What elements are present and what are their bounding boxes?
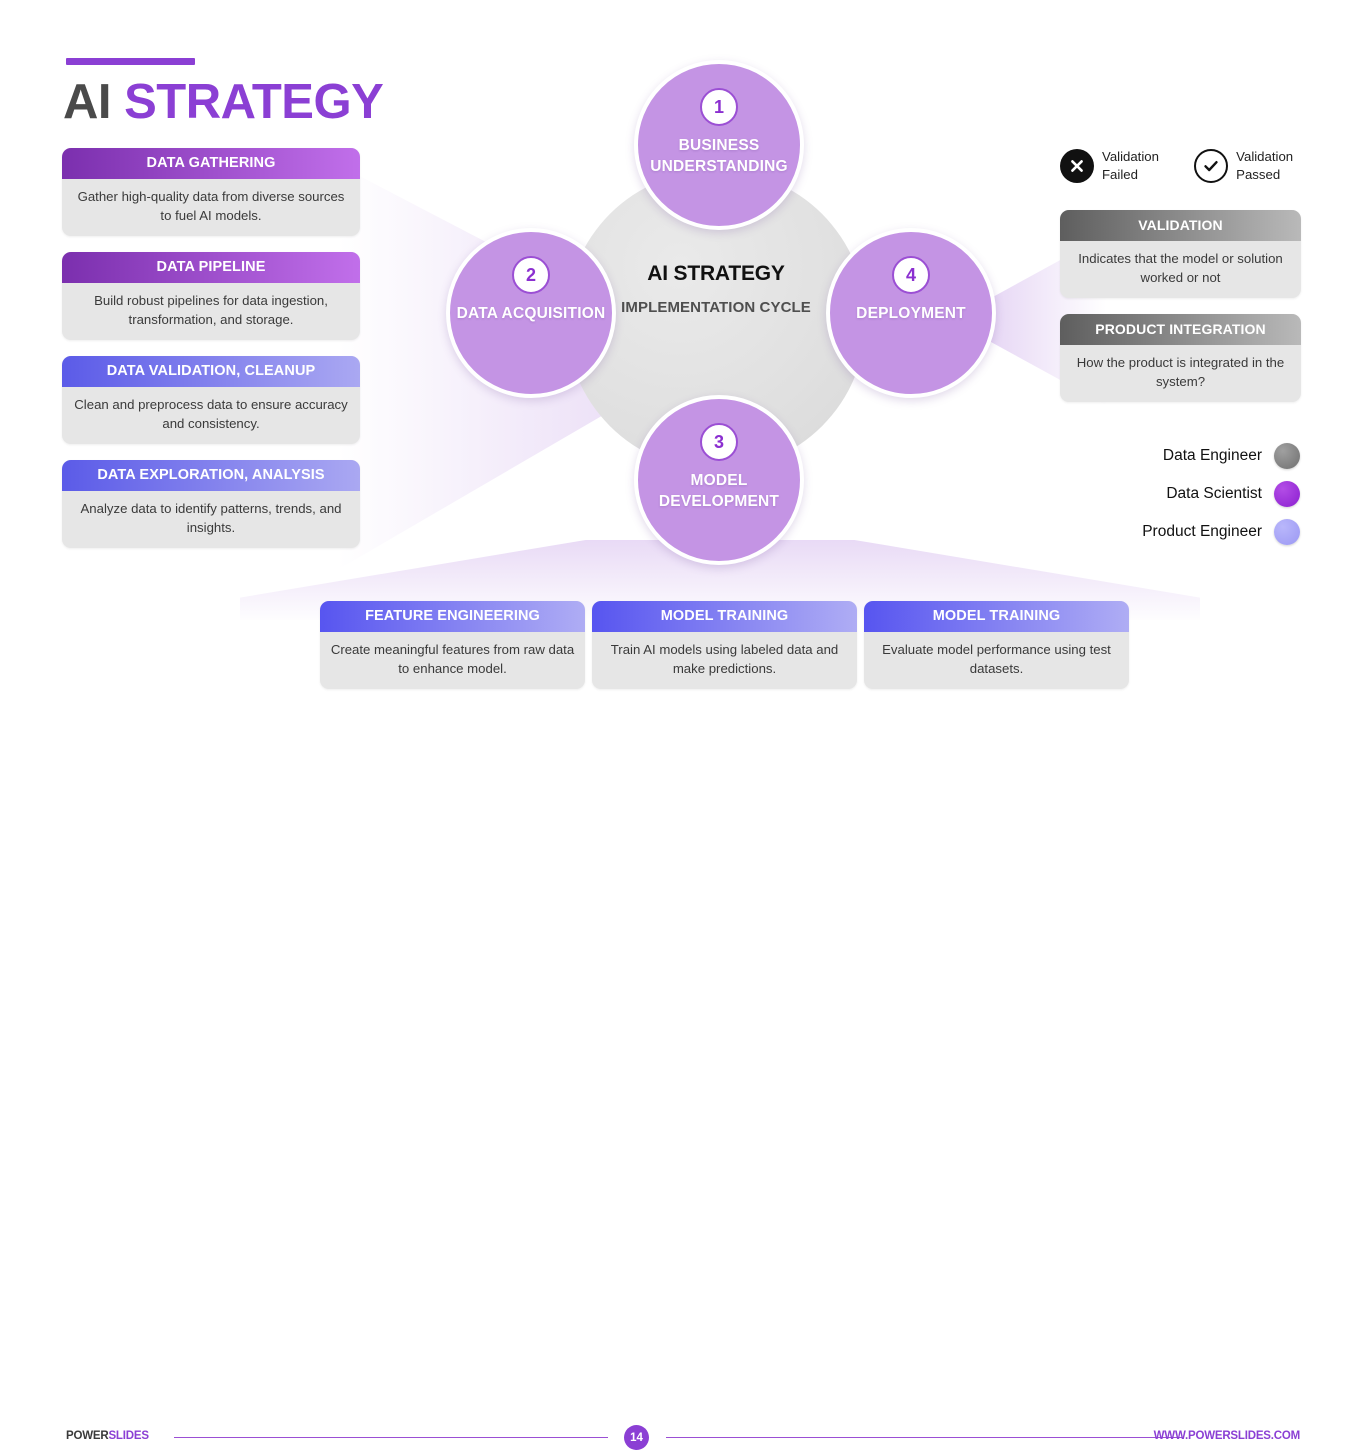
page-title-accent: STRATEGY (124, 75, 384, 129)
brand-dark: POWER (66, 1430, 109, 1442)
card-body: Evaluate model performance using test da… (882, 642, 1111, 676)
node-label: DEPLOYMENT (856, 305, 966, 322)
status-label: Validation Failed (1102, 149, 1159, 182)
node-label: DATA ACQUISITION (456, 305, 606, 322)
legend-color-dot (1274, 481, 1300, 507)
card-body: Train AI models using labeled data and m… (610, 642, 839, 676)
x-mark-icon (1060, 148, 1094, 183)
node-number-badge: 3 (700, 423, 738, 461)
card-data-pipeline[interactable]: DATA PIPELINE Build robust pipelines for… (62, 252, 360, 341)
node-label: MODEL DEVELOPMENT (658, 472, 780, 510)
brand-logo: POWERSLIDES (66, 1430, 149, 1442)
title-accent-bar (66, 58, 195, 65)
footer-rule-left (174, 1437, 608, 1438)
node-label: BUSINESS UNDERSTANDING (650, 137, 788, 175)
status-validation-passed[interactable]: Validation Passed (1194, 148, 1315, 183)
check-mark-icon (1194, 148, 1229, 183)
card-body: How the product is integrated in the sys… (1076, 355, 1285, 389)
slide-canvas: AI STRATEGY DATA GATHERING Gather high-q… (0, 58, 1366, 1450)
card-model-training-1[interactable]: MODEL TRAINING Train AI models using lab… (592, 601, 857, 690)
card-heading: DATA GATHERING (62, 148, 360, 179)
node-data-acquisition[interactable]: 2 DATA ACQUISITION (446, 228, 616, 398)
page-title: AI STRATEGY (63, 74, 384, 130)
legend-color-dot (1274, 443, 1300, 469)
card-data-exploration-analysis[interactable]: DATA EXPLORATION, ANALYSIS Analyze data … (62, 460, 360, 549)
card-model-training-2[interactable]: MODEL TRAINING Evaluate model performanc… (864, 601, 1129, 690)
page-number-badge: 14 (624, 1425, 649, 1450)
card-heading: DATA PIPELINE (62, 252, 360, 283)
legend-item-data-scientist[interactable]: Data Scientist (1060, 475, 1300, 513)
node-number-badge: 4 (892, 256, 930, 294)
card-body: Clean and preprocess data to ensure accu… (74, 397, 348, 431)
brand-accent: SLIDES (108, 1430, 149, 1442)
card-heading: FEATURE ENGINEERING (320, 601, 585, 632)
validation-status-legend: Validation Failed Validation Passed (1060, 148, 1315, 183)
page-title-prefix: AI (63, 75, 125, 129)
card-heading: VALIDATION (1060, 210, 1301, 241)
footer-rule-right (666, 1437, 1182, 1438)
card-body: Gather high-quality data from diverse so… (77, 189, 345, 223)
card-heading: DATA VALIDATION, CLEANUP (62, 356, 360, 387)
card-body: Build robust pipelines for data ingestio… (94, 293, 328, 327)
node-number-badge: 1 (700, 88, 738, 126)
legend-color-dot (1274, 519, 1300, 545)
card-product-integration[interactable]: PRODUCT INTEGRATION How the product is i… (1060, 314, 1301, 403)
legend-label: Product Engineer (1142, 523, 1262, 540)
card-heading: PRODUCT INTEGRATION (1060, 314, 1301, 345)
hub-subtitle: IMPLEMENTATION CYCLE (621, 299, 811, 316)
status-label: Validation Passed (1236, 149, 1294, 182)
slide-footer: POWERSLIDES 14 WWW.POWERSLIDES.COM (0, 712, 1366, 1450)
legend-label: Data Engineer (1162, 447, 1262, 464)
card-heading: MODEL TRAINING (592, 601, 857, 632)
hub-title: AI STRATEGY (647, 262, 785, 285)
card-heading: DATA EXPLORATION, ANALYSIS (62, 460, 360, 491)
node-business-understanding[interactable]: 1 BUSINESS UNDERSTANDING (634, 60, 804, 230)
center-hub-text: AI STRATEGY IMPLEMENTATION CYCLE (566, 262, 866, 318)
legend-item-data-engineer[interactable]: Data Engineer (1060, 437, 1300, 475)
status-validation-failed[interactable]: Validation Failed (1060, 148, 1174, 183)
card-data-validation-cleanup[interactable]: DATA VALIDATION, CLEANUP Clean and prepr… (62, 356, 360, 445)
legend-item-product-engineer[interactable]: Product Engineer (1060, 513, 1300, 551)
node-number-badge: 2 (512, 256, 550, 294)
card-heading: MODEL TRAINING (864, 601, 1129, 632)
card-body: Indicates that the model or solution wor… (1078, 251, 1283, 285)
card-validation[interactable]: VALIDATION Indicates that the model or s… (1060, 210, 1301, 299)
legend-label: Data Scientist (1166, 485, 1262, 502)
card-feature-engineering[interactable]: FEATURE ENGINEERING Create meaningful fe… (320, 601, 585, 690)
node-model-development[interactable]: 3 MODEL DEVELOPMENT (634, 395, 804, 565)
card-body: Analyze data to identify patterns, trend… (80, 501, 342, 535)
node-deployment[interactable]: 4 DEPLOYMENT (826, 228, 996, 398)
website-url: WWW.POWERSLIDES.COM (1153, 1430, 1301, 1442)
role-legend: Data Engineer Data Scientist Product Eng… (1060, 437, 1300, 551)
card-body: Create meaningful features from raw data… (330, 642, 575, 676)
card-data-gathering[interactable]: DATA GATHERING Gather high-quality data … (62, 148, 360, 237)
